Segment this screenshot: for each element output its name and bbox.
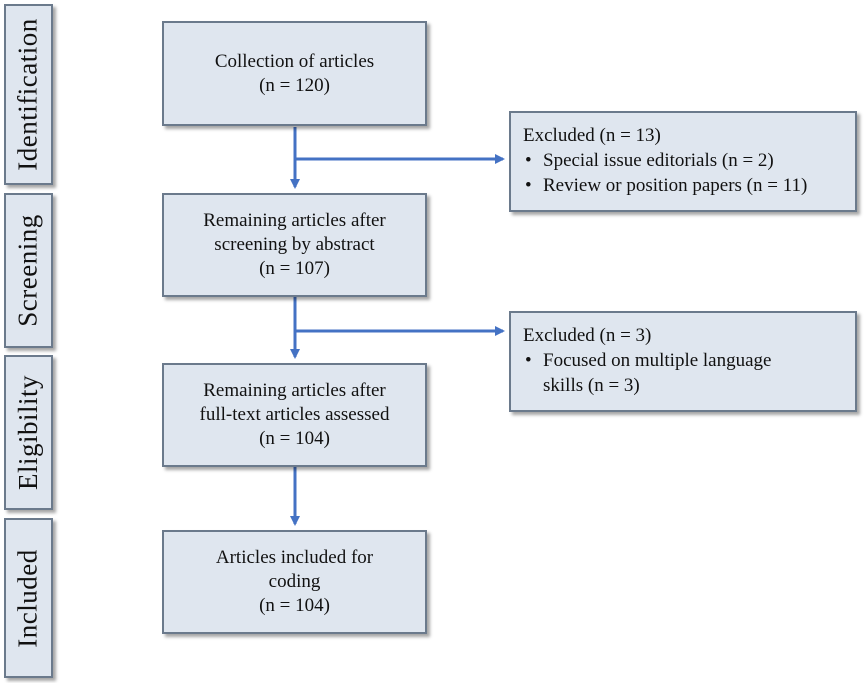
box-included-line-3: (n = 104) [259, 595, 330, 616]
bullet-icon: • [525, 350, 532, 371]
bullet-icon: • [525, 150, 532, 171]
box-collection-line-2: (n = 120) [259, 74, 330, 96]
box-eligibility: Remaining articles after full-text artic… [162, 363, 427, 467]
excluded-box-1-item: • Review or position papers (n = 11) [523, 173, 847, 198]
excluded-box-1-item: • Special issue editorials (n = 2) [523, 148, 847, 173]
box-eligibility-line-1: Remaining articles after [203, 380, 386, 401]
box-included: Articles included for coding (n = 104) [162, 530, 427, 634]
box-eligibility-line-2: full-text articles assessed [199, 404, 390, 425]
box-collection-line-1: Collection of articles [214, 50, 375, 72]
box-eligibility-line-3: (n = 104) [259, 428, 330, 449]
excluded-box-2-item-2-text: skills (n = 3) [543, 375, 640, 396]
excluded-box-2-item: • Focused on multiple language [523, 348, 847, 373]
excluded-box-2: Excluded (n = 3) • Focused on multiple l… [509, 311, 857, 412]
box-included-line-1: Articles included for [215, 547, 374, 568]
stage-included: Included [4, 518, 53, 678]
excluded-box-2-item-continued: skills (n = 3) [523, 373, 847, 398]
box-screening-line-3: (n = 107) [259, 258, 330, 279]
bullet-icon: • [525, 175, 532, 196]
box-screening-line-1: Remaining articles after [203, 210, 386, 231]
stage-eligibility: Eligibility [4, 355, 53, 510]
box-collection: Collection of articles (n = 120) [162, 21, 427, 126]
stage-identification: Identification [4, 4, 53, 185]
excluded-box-2-item-1-text: Focused on multiple language [543, 350, 772, 371]
excluded-box-1-item-1-text: Special issue editorials (n = 2) [543, 150, 774, 171]
stage-screening: Screening [4, 193, 53, 348]
excluded-box-1-item-2-text: Review or position papers (n = 11) [543, 175, 808, 196]
excluded-box-1: Excluded (n = 13) • Special issue editor… [509, 111, 857, 212]
box-screening: Remaining articles after screening by ab… [162, 193, 427, 297]
box-included-line-2: coding [268, 571, 321, 592]
box-screening-line-2: screening by abstract [214, 234, 375, 255]
excluded-box-1-title: Excluded (n = 13) [523, 125, 661, 146]
excluded-box-2-title: Excluded (n = 3) [523, 325, 652, 346]
